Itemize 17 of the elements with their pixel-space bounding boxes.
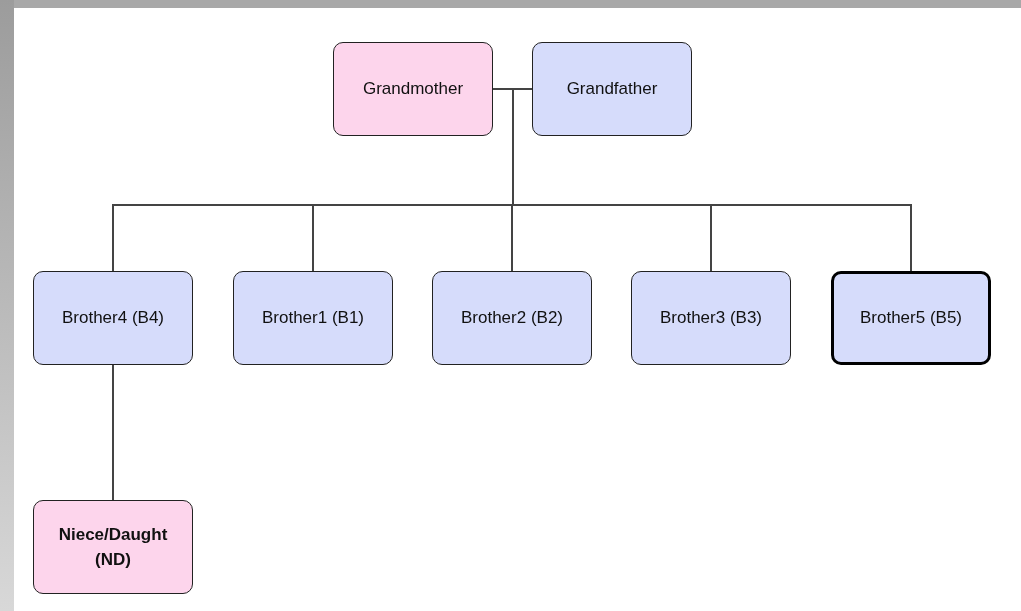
person-box <box>333 42 493 136</box>
person-box <box>432 271 592 365</box>
person-box <box>532 42 692 136</box>
person-box <box>631 271 791 365</box>
connector-line <box>112 364 114 501</box>
person-name: Niece/Daught (ND) <box>57 523 169 571</box>
person-box <box>33 500 193 594</box>
person-name: Grandmother <box>362 79 464 99</box>
person-box <box>831 271 991 365</box>
person-name: Brother1 (B1) <box>261 308 364 328</box>
person-name: Grandfather <box>566 79 658 99</box>
person-name: Brother4 (B4) <box>61 308 164 328</box>
person-name: Brother5 (B5) <box>859 308 962 328</box>
person-box <box>233 271 393 365</box>
person-box <box>33 271 193 365</box>
person-name: Brother2 (B2) <box>460 308 563 328</box>
person-name: Brother3 (B3) <box>659 308 762 328</box>
